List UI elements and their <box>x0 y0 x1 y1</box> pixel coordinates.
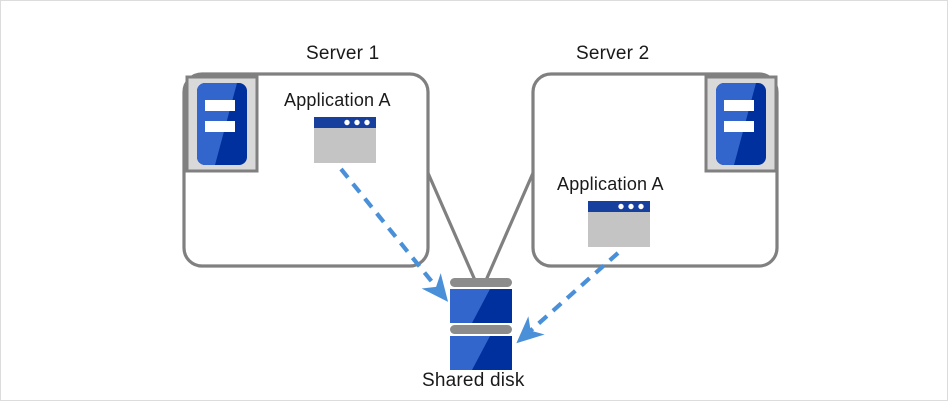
window-dot-2 <box>354 119 360 126</box>
server1-application-window-icon <box>314 117 376 163</box>
dashed-line-right <box>516 251 620 344</box>
server-icon-bar-top <box>724 100 754 111</box>
server1-application-label: Application A <box>284 90 391 110</box>
server2-application-label: Application A <box>557 174 664 194</box>
disk-bar-upper <box>450 278 512 287</box>
server1-server-icon <box>185 75 259 173</box>
dashed-arrow-app2-to-disk <box>516 251 620 344</box>
disk-body-lower-light <box>450 336 490 370</box>
server2-application-window-icon <box>588 201 650 247</box>
server1-label: Server 1 <box>306 43 380 64</box>
disk-body-upper-light <box>450 289 490 323</box>
shared-disk-label: Shared disk <box>422 370 525 391</box>
window-dot-1 <box>344 119 350 126</box>
connector-server1-to-disk <box>426 171 476 280</box>
shared-disk-icon <box>450 278 512 370</box>
dashed-arrow-app1-to-disk <box>339 167 449 302</box>
solid-line-right <box>485 171 535 280</box>
window-dot-3 <box>364 119 370 126</box>
server2-server-icon <box>704 75 778 173</box>
window-dot-1 <box>618 203 624 210</box>
window-dot-2 <box>628 203 634 210</box>
server-icon-bar-bottom <box>724 121 754 132</box>
server-icon-bar-top <box>205 100 235 111</box>
server2-label: Server 2 <box>576 43 650 64</box>
dashed-line-left <box>339 167 449 302</box>
connector-server2-to-disk <box>485 171 535 280</box>
disk-bar-lower <box>450 325 512 334</box>
window-dot-3 <box>638 203 644 210</box>
solid-line-left <box>426 171 476 280</box>
server-icon-bar-bottom <box>205 121 235 132</box>
